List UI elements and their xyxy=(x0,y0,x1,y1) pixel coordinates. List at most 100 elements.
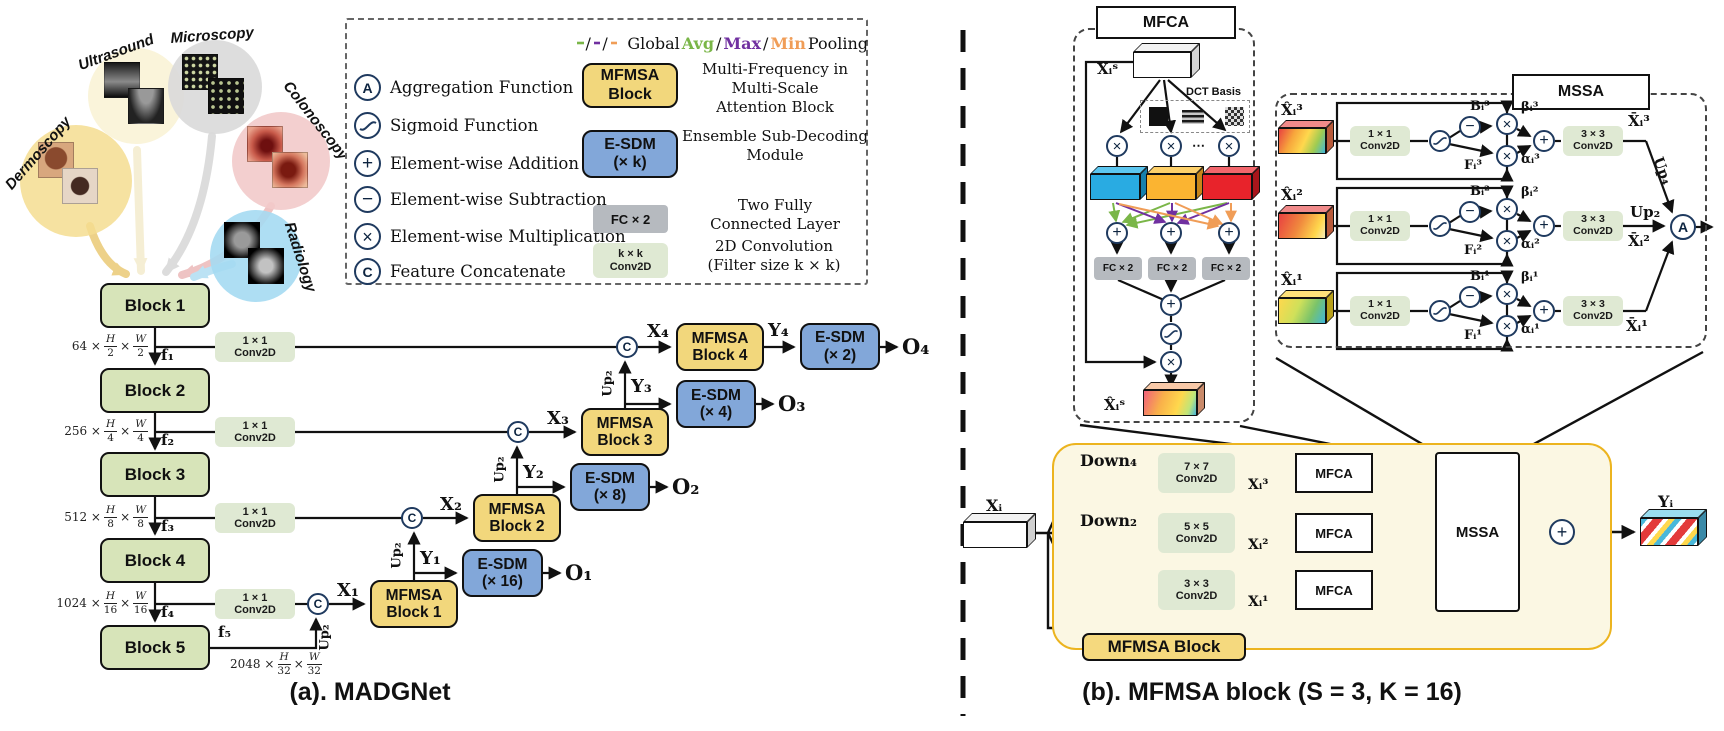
xbar1-label: X̄ᵢ¹ xyxy=(1626,317,1648,335)
xbar3-label: X̄ᵢ³ xyxy=(1628,112,1650,130)
legend-label: Element-wise Addition xyxy=(390,154,579,173)
mfmsa-input-cube xyxy=(963,513,1036,548)
mfmsa-output-label: Yᵢ xyxy=(1658,492,1674,511)
multiply-icon: × xyxy=(1160,135,1182,157)
fc-box: FC × 2 xyxy=(1094,257,1142,280)
mssa-title: MSSA xyxy=(1512,74,1650,110)
subtract-icon: − xyxy=(1459,201,1481,223)
freq-cube-low xyxy=(1090,166,1148,200)
conv3x3-box: 3 × 3 Conv2D xyxy=(1563,126,1623,156)
feature-label-f3: f₃ xyxy=(161,517,175,535)
slash: / xyxy=(716,33,722,53)
esdm-block-4: E-SDM (× 2) xyxy=(800,323,880,370)
avg-pooling-arrow xyxy=(577,41,584,45)
b3-label: Bᵢ³ xyxy=(1470,99,1490,114)
pooling-text-global: Global xyxy=(627,33,680,53)
encoder-block-2: Block 2 xyxy=(100,368,210,413)
radiology-image xyxy=(248,248,284,284)
mfca-input-label: Xᵢˢ xyxy=(1097,60,1119,78)
feature-label-f2: f₂ xyxy=(161,431,175,449)
subtraction-icon: − xyxy=(354,186,381,213)
mssa-input-cube-1 xyxy=(1278,290,1334,324)
up2-label: Up₂ xyxy=(492,456,508,483)
sigmoid-icon xyxy=(1160,323,1182,345)
max-pooling-arrow xyxy=(593,41,601,45)
xi3-label: Xᵢ³ xyxy=(1248,477,1269,493)
legend-label: Feature Concatenate xyxy=(390,262,566,281)
multiply-icon: × xyxy=(1106,135,1128,157)
y2-label: Y₂ xyxy=(523,462,544,483)
conv1x1-box: 1 × 1 Conv2D xyxy=(215,417,295,447)
legend-esdm-box: E-SDM (× k) xyxy=(582,130,678,178)
f2-label: Fᵢ² xyxy=(1464,243,1483,258)
ultrasound-image xyxy=(104,62,140,98)
conv1x1-box: 1 × 1 Conv2D xyxy=(215,332,295,362)
subtract-icon: − xyxy=(1459,116,1481,138)
conv7x7-box: 7 × 7 Conv2D xyxy=(1158,453,1235,493)
y4-label: Y₄ xyxy=(768,320,789,341)
mssa-input-cube-3 xyxy=(1278,120,1334,154)
mfca-title: MFCA xyxy=(1096,6,1236,39)
mfca-input-cube xyxy=(1133,43,1200,78)
dct-pattern-high xyxy=(1225,107,1244,126)
y1-label: Y₁ xyxy=(420,548,441,569)
add-icon: + xyxy=(1160,222,1182,244)
legend-label: Sigmoid Function xyxy=(390,116,539,135)
encoder-block-4: Block 4 xyxy=(100,538,210,583)
f1-label: Fᵢ¹ xyxy=(1464,328,1483,343)
o3-label: O₃ xyxy=(778,391,806,416)
multiply-icon: × xyxy=(1496,230,1518,252)
concatenate-icon: C xyxy=(354,258,381,285)
conv3x3-box: 3 × 3 Conv2D xyxy=(1158,570,1235,610)
fc-box: FC × 2 xyxy=(1148,257,1196,280)
caption-b: (b). MFMSA block (S = 3, K = 16) xyxy=(1082,678,1462,706)
add-icon: + xyxy=(1533,130,1555,152)
ultrasound-image xyxy=(128,88,164,124)
dermoscopy-cluster xyxy=(20,125,132,237)
legend-mfmsa-desc: Multi-Frequency in Multi-Scale Attention… xyxy=(701,60,849,116)
mssa-input-label-1: X̂ᵢ¹ xyxy=(1281,271,1303,289)
up2-label: Up₂ xyxy=(317,624,333,651)
pooling-text-min: Min xyxy=(770,33,806,53)
addition-icon: + xyxy=(354,150,381,177)
mfmsa-block-4: MFMSA Block 4 xyxy=(676,323,764,371)
dct-basis-box xyxy=(1140,100,1250,133)
sigmoid-icon xyxy=(1429,215,1451,237)
multiply-icon: × xyxy=(1496,315,1518,337)
dct-pattern-low xyxy=(1149,107,1168,126)
conv1x1-box: 1 × 1 Conv2D xyxy=(1350,211,1410,241)
x3-label: X₃ xyxy=(547,408,569,429)
mfmsa-output-cube xyxy=(1640,509,1707,546)
legend-label: Element-wise Subtraction xyxy=(390,190,607,209)
esdm-block-2: E-SDM (× 8) xyxy=(570,463,650,511)
x2-label: X₂ xyxy=(440,494,462,515)
conv1x1-box: 1 × 1 Conv2D xyxy=(1350,126,1410,156)
subtract-icon: − xyxy=(1459,286,1481,308)
legend-fc-box: FC × 2 xyxy=(593,205,668,233)
multiply-icon: × xyxy=(1496,198,1518,220)
multiply-icon: × xyxy=(1496,283,1518,305)
sigmoid-icon xyxy=(1429,130,1451,152)
dct-basis-label: DCT Basis xyxy=(1186,86,1242,98)
xi1-label: Xᵢ¹ xyxy=(1248,594,1269,610)
feature-label-f4: f₄ xyxy=(161,603,175,621)
slash: / xyxy=(602,33,608,53)
legend-label: Element-wise Multiplication xyxy=(390,227,626,246)
concat-icon: C xyxy=(307,593,329,615)
mfmsa-block-1: MFMSA Block 1 xyxy=(370,580,458,628)
legend-mfmsa-box: MFMSA Block xyxy=(582,63,678,108)
encoder-block-3: Block 3 xyxy=(100,452,210,497)
pooling-text-avg: Avg xyxy=(681,33,715,53)
dermoscopy-image xyxy=(62,168,98,204)
y3-label: Y₃ xyxy=(631,376,652,397)
esdm-block-1: E-SDM (× 16) xyxy=(462,549,543,597)
pooling-legend: / / Global Avg / Max / Min Pooling xyxy=(576,32,868,54)
multiply-icon: × xyxy=(1218,135,1240,157)
legend-label: Aggregation Function xyxy=(390,78,574,97)
beta2-label: βᵢ² xyxy=(1521,185,1539,200)
mfmsa-block-2: MFMSA Block 2 xyxy=(473,494,561,542)
mfca-mini-box: MFCA xyxy=(1295,453,1373,493)
